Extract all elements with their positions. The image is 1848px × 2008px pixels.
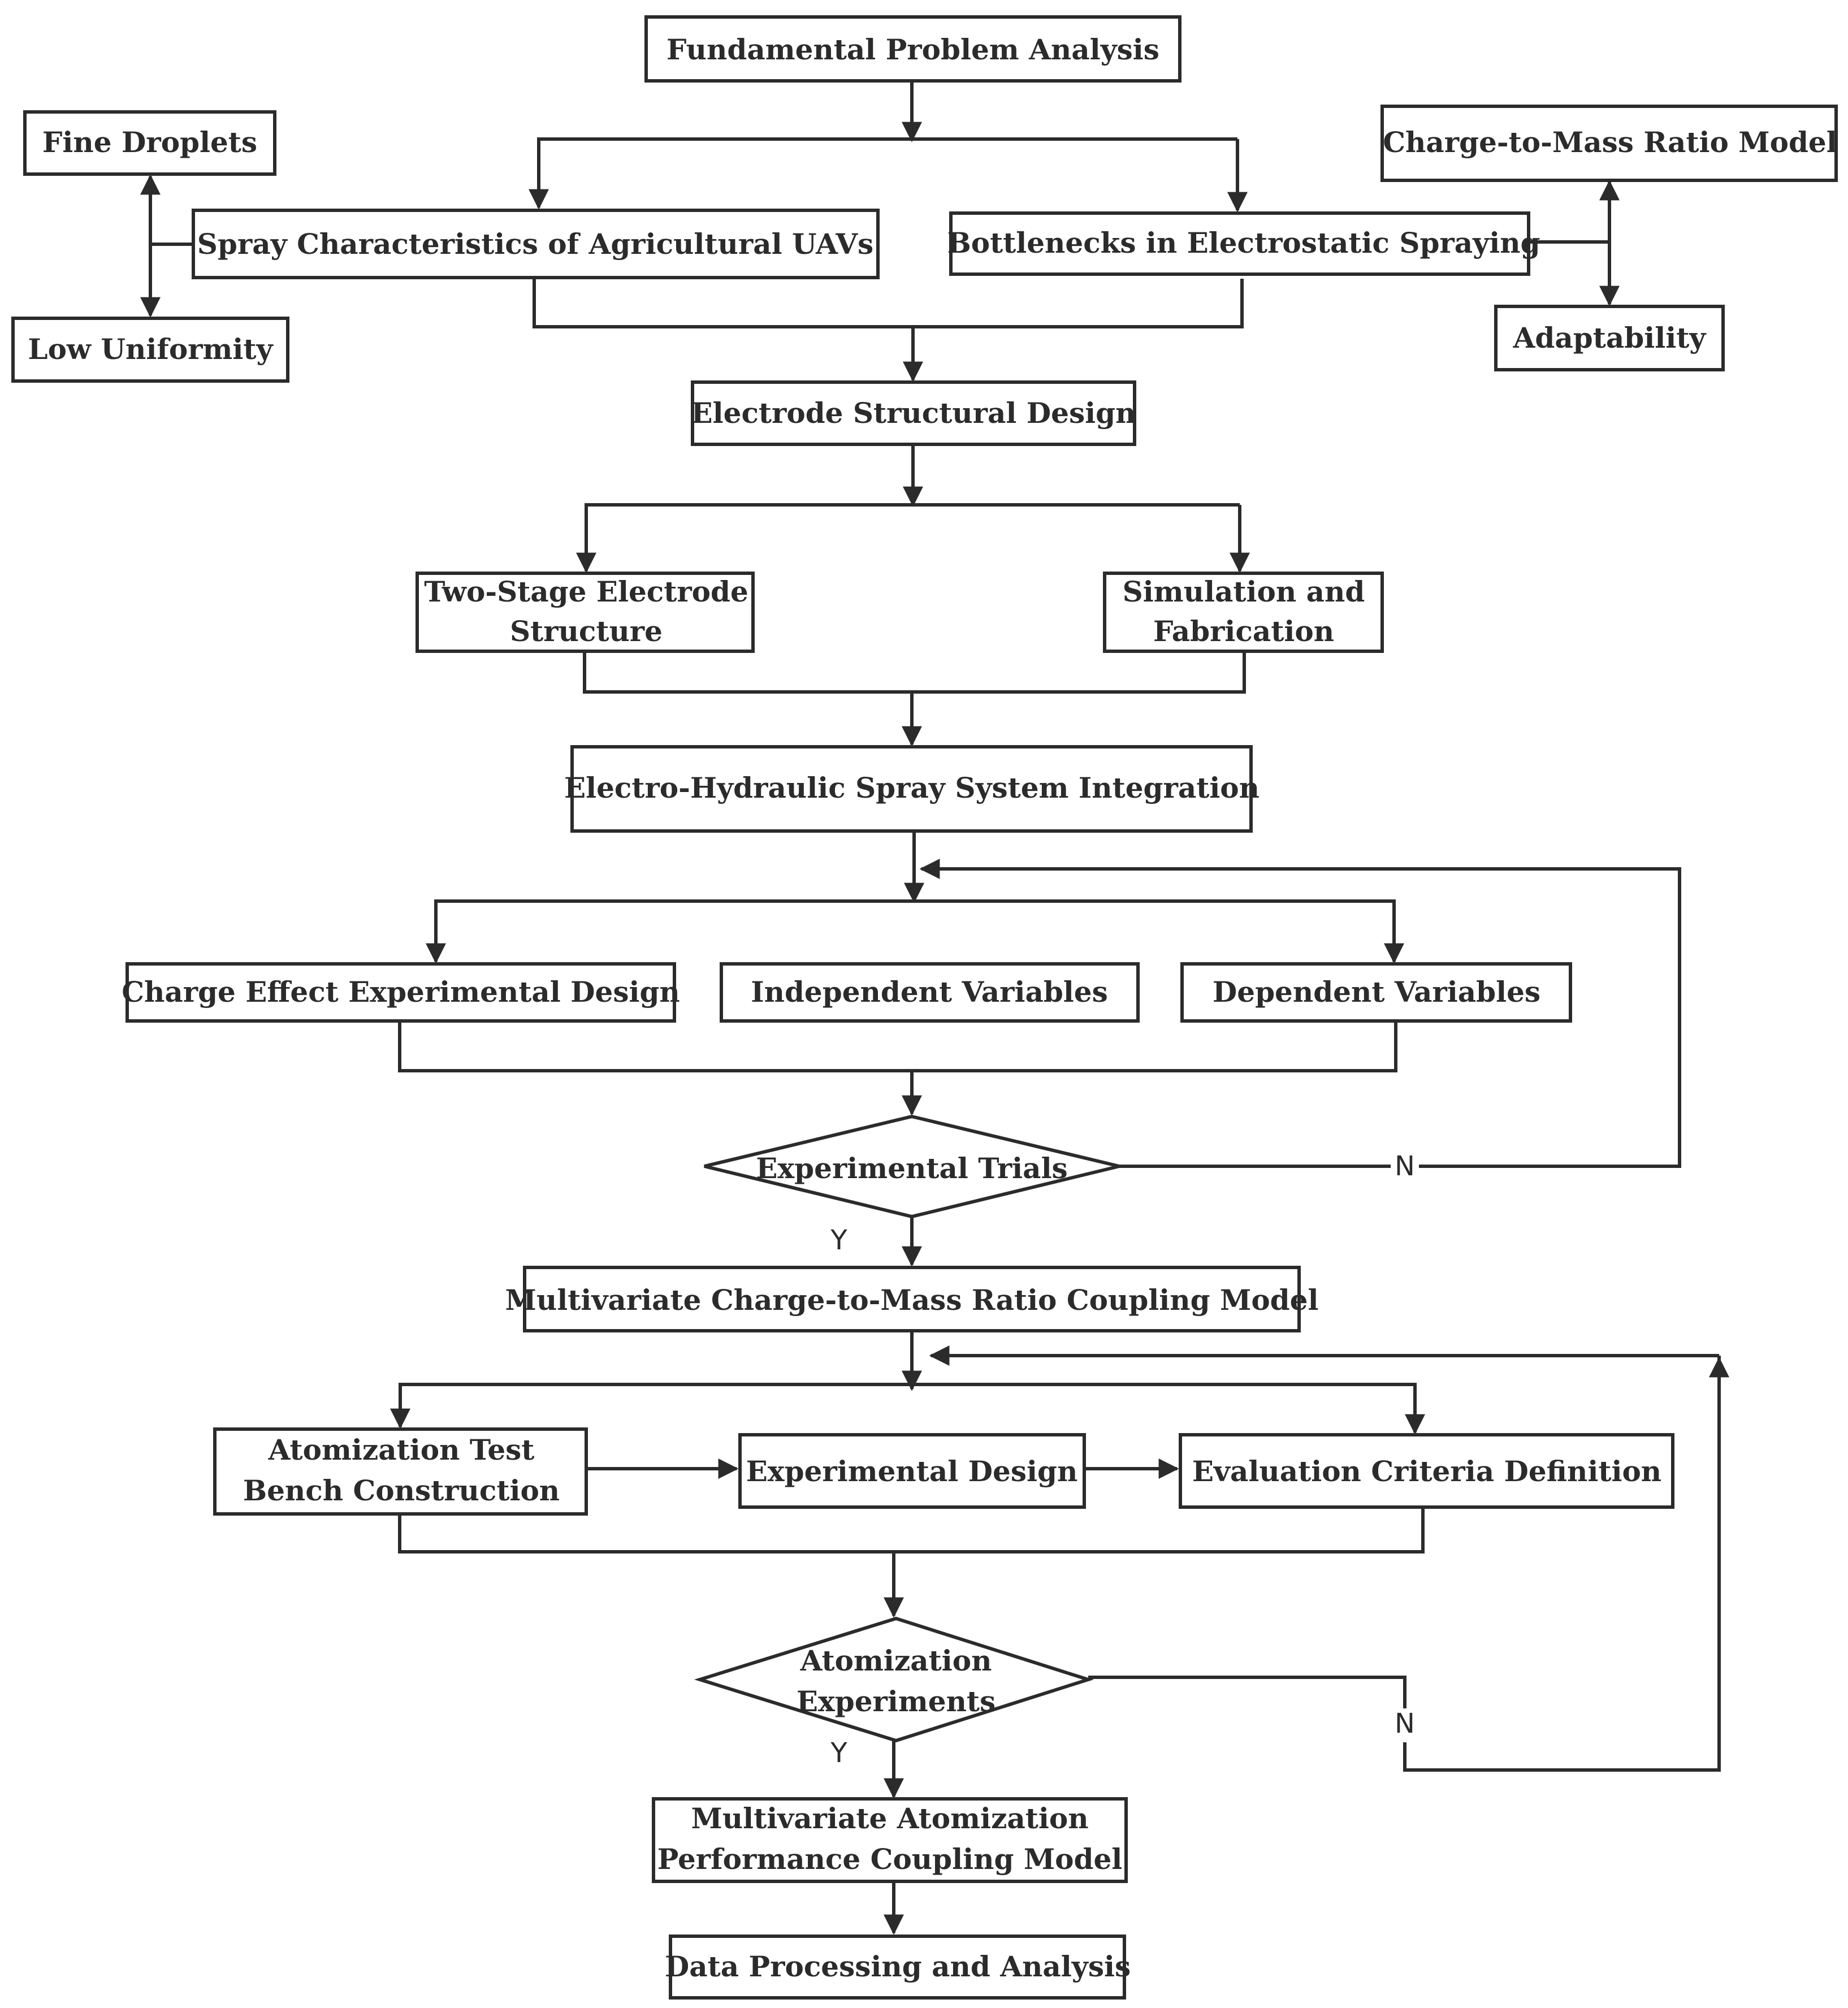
label-simulation-line2: Fabrication [1153,614,1334,648]
label-dependent-vars: Dependent Variables [1213,975,1540,1009]
box-electro-hydraulic: Electro-Hydraulic Spray System Integrati… [564,745,1260,833]
box-fundamental: Fundamental Problem Analysis [644,15,1181,83]
box-two-stage: Two-Stage Electrode Structure [416,572,755,653]
box-charge-effect: Charge Effect Experimental Design [122,962,680,1023]
box-charge-mass-model: Charge-to-Mass Ratio Model [1380,105,1838,182]
box-dependent-vars: Dependent Variables [1180,962,1572,1023]
box-evaluation-criteria: Evaluation Criteria Definition [1179,1433,1674,1509]
label-atom-yes: Y [830,1737,847,1769]
box-fine-droplets: Fine Droplets [23,110,276,176]
label-fine-droplets: Fine Droplets [42,126,257,159]
label-evaluation-criteria: Evaluation Criteria Definition [1192,1455,1661,1488]
box-bottlenecks: Bottlenecks in Electrostatic Spraying [947,211,1540,276]
decision-atomization-experiments: Atomization Experiments [694,1616,1094,1743]
label-adaptability: Adaptability [1513,321,1707,354]
box-spray-characteristics: Spray Characteristics of Agricultural UA… [192,209,880,279]
label-atomization-experiments-line2: Experiments [797,1685,996,1718]
connector-merge-4 [398,1509,1425,1553]
box-atomization-bench: Atomization Test Bench Construction [213,1427,588,1516]
label-multivariate-cmr: Multivariate Charge-to-Mass Ratio Coupli… [505,1283,1319,1317]
label-trials-no: N [1395,1150,1415,1182]
label-spray-characteristics: Spray Characteristics of Agricultural UA… [197,227,873,261]
label-bg-trials-no [1391,1150,1419,1182]
box-data-processing: Data Processing and Analysis [665,1935,1131,2000]
box-independent-vars: Independent Variables [720,962,1140,1023]
box-adaptability: Adaptability [1494,305,1725,371]
label-atomization-bench-line1: Atomization Test [268,1433,535,1466]
label-bottlenecks: Bottlenecks in Electrostatic Spraying [947,226,1540,259]
box-low-uniformity: Low Uniformity [11,317,289,383]
decision-experimental-trials: Experimental Trials [704,1114,1120,1219]
connector-atom-no-loop [1088,1356,1721,1772]
label-charge-effect: Charge Effect Experimental Design [122,975,680,1009]
label-fundamental: Fundamental Problem Analysis [667,33,1159,66]
label-atom-no: N [1395,1708,1415,1739]
label-electro-hydraulic: Electro-Hydraulic Spray System Integrati… [564,771,1260,804]
label-atomization-experiments-line1: Atomization [800,1644,992,1677]
connector-merge-1 [533,279,1244,328]
label-bg-atom-no [1392,1708,1418,1742]
box-experimental-design: Experimental Design [738,1433,1086,1509]
box-multivariate-cmr: Multivariate Charge-to-Mass Ratio Coupli… [505,1266,1319,1332]
box-electrode-design: Electrode Structural Design [691,380,1136,446]
label-two-stage-line1: Two-Stage Electrode [424,575,748,608]
connector-merge-3 [398,1021,1397,1072]
connectors [140,81,1729,1935]
label-charge-mass-model: Charge-to-Mass Ratio Model [1383,126,1837,159]
box-multivariate-atomization: Multivariate Atomization Performance Cou… [652,1797,1128,1883]
label-atomization-bench-line2: Bench Construction [243,1474,560,1507]
label-low-uniformity: Low Uniformity [28,332,274,366]
label-multivariate-atomization-line1: Multivariate Atomization [691,1802,1088,1835]
box-simulation: Simulation and Fabrication [1103,572,1384,653]
label-two-stage-line2: Structure [510,614,663,648]
label-experimental-trials: Experimental Trials [756,1152,1067,1185]
label-trials-yes: Y [830,1224,847,1256]
connector-merge-2 [583,651,1246,694]
label-simulation-line1: Simulation and [1123,575,1365,608]
label-independent-vars: Independent Variables [751,975,1108,1009]
label-experimental-design: Experimental Design [746,1455,1078,1488]
label-multivariate-atomization-line2: Performance Coupling Model [657,1842,1123,1876]
label-electrode-design: Electrode Structural Design [691,396,1136,430]
label-data-processing: Data Processing and Analysis [665,1950,1131,1983]
